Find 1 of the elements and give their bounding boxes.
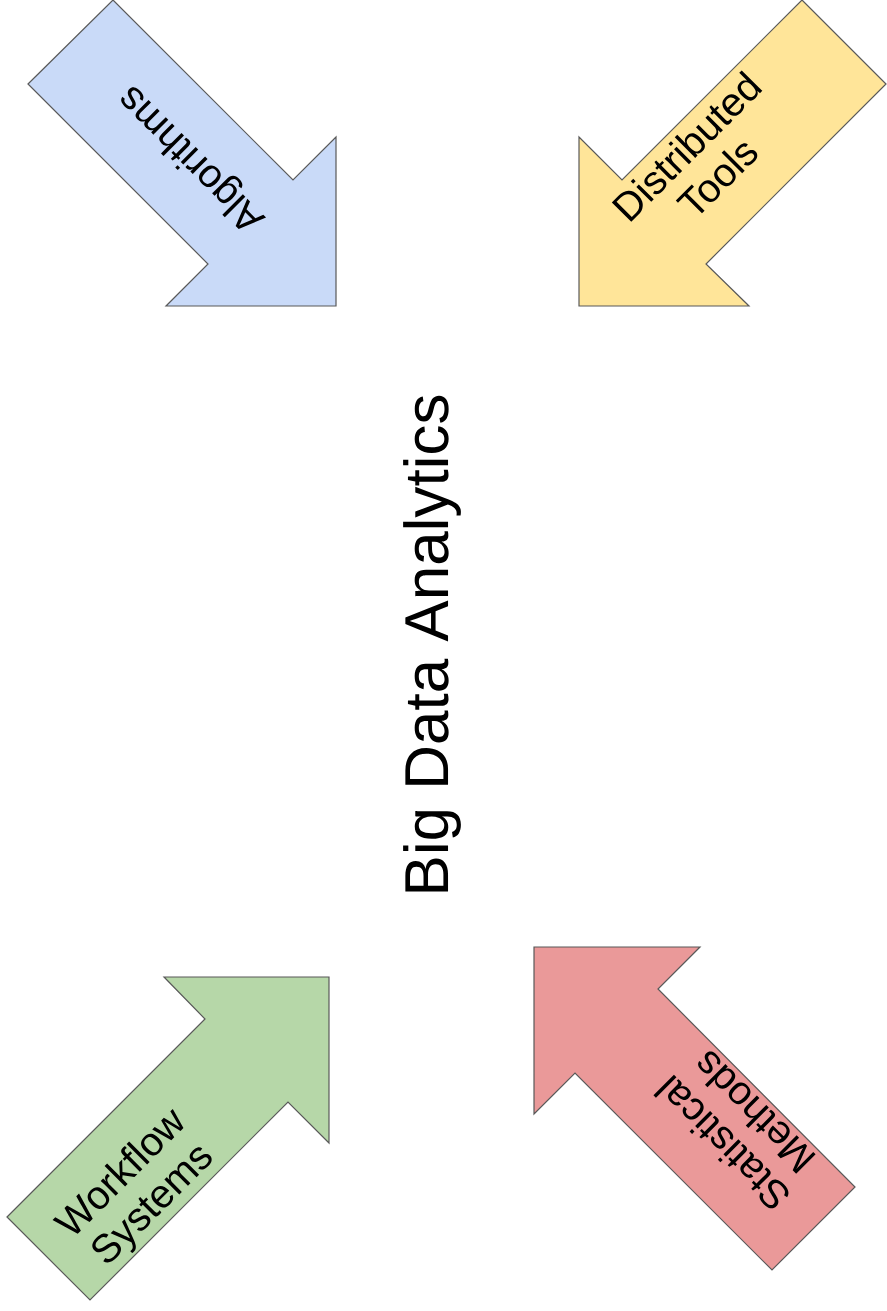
title-text: Big Data Analytics <box>403 395 461 892</box>
